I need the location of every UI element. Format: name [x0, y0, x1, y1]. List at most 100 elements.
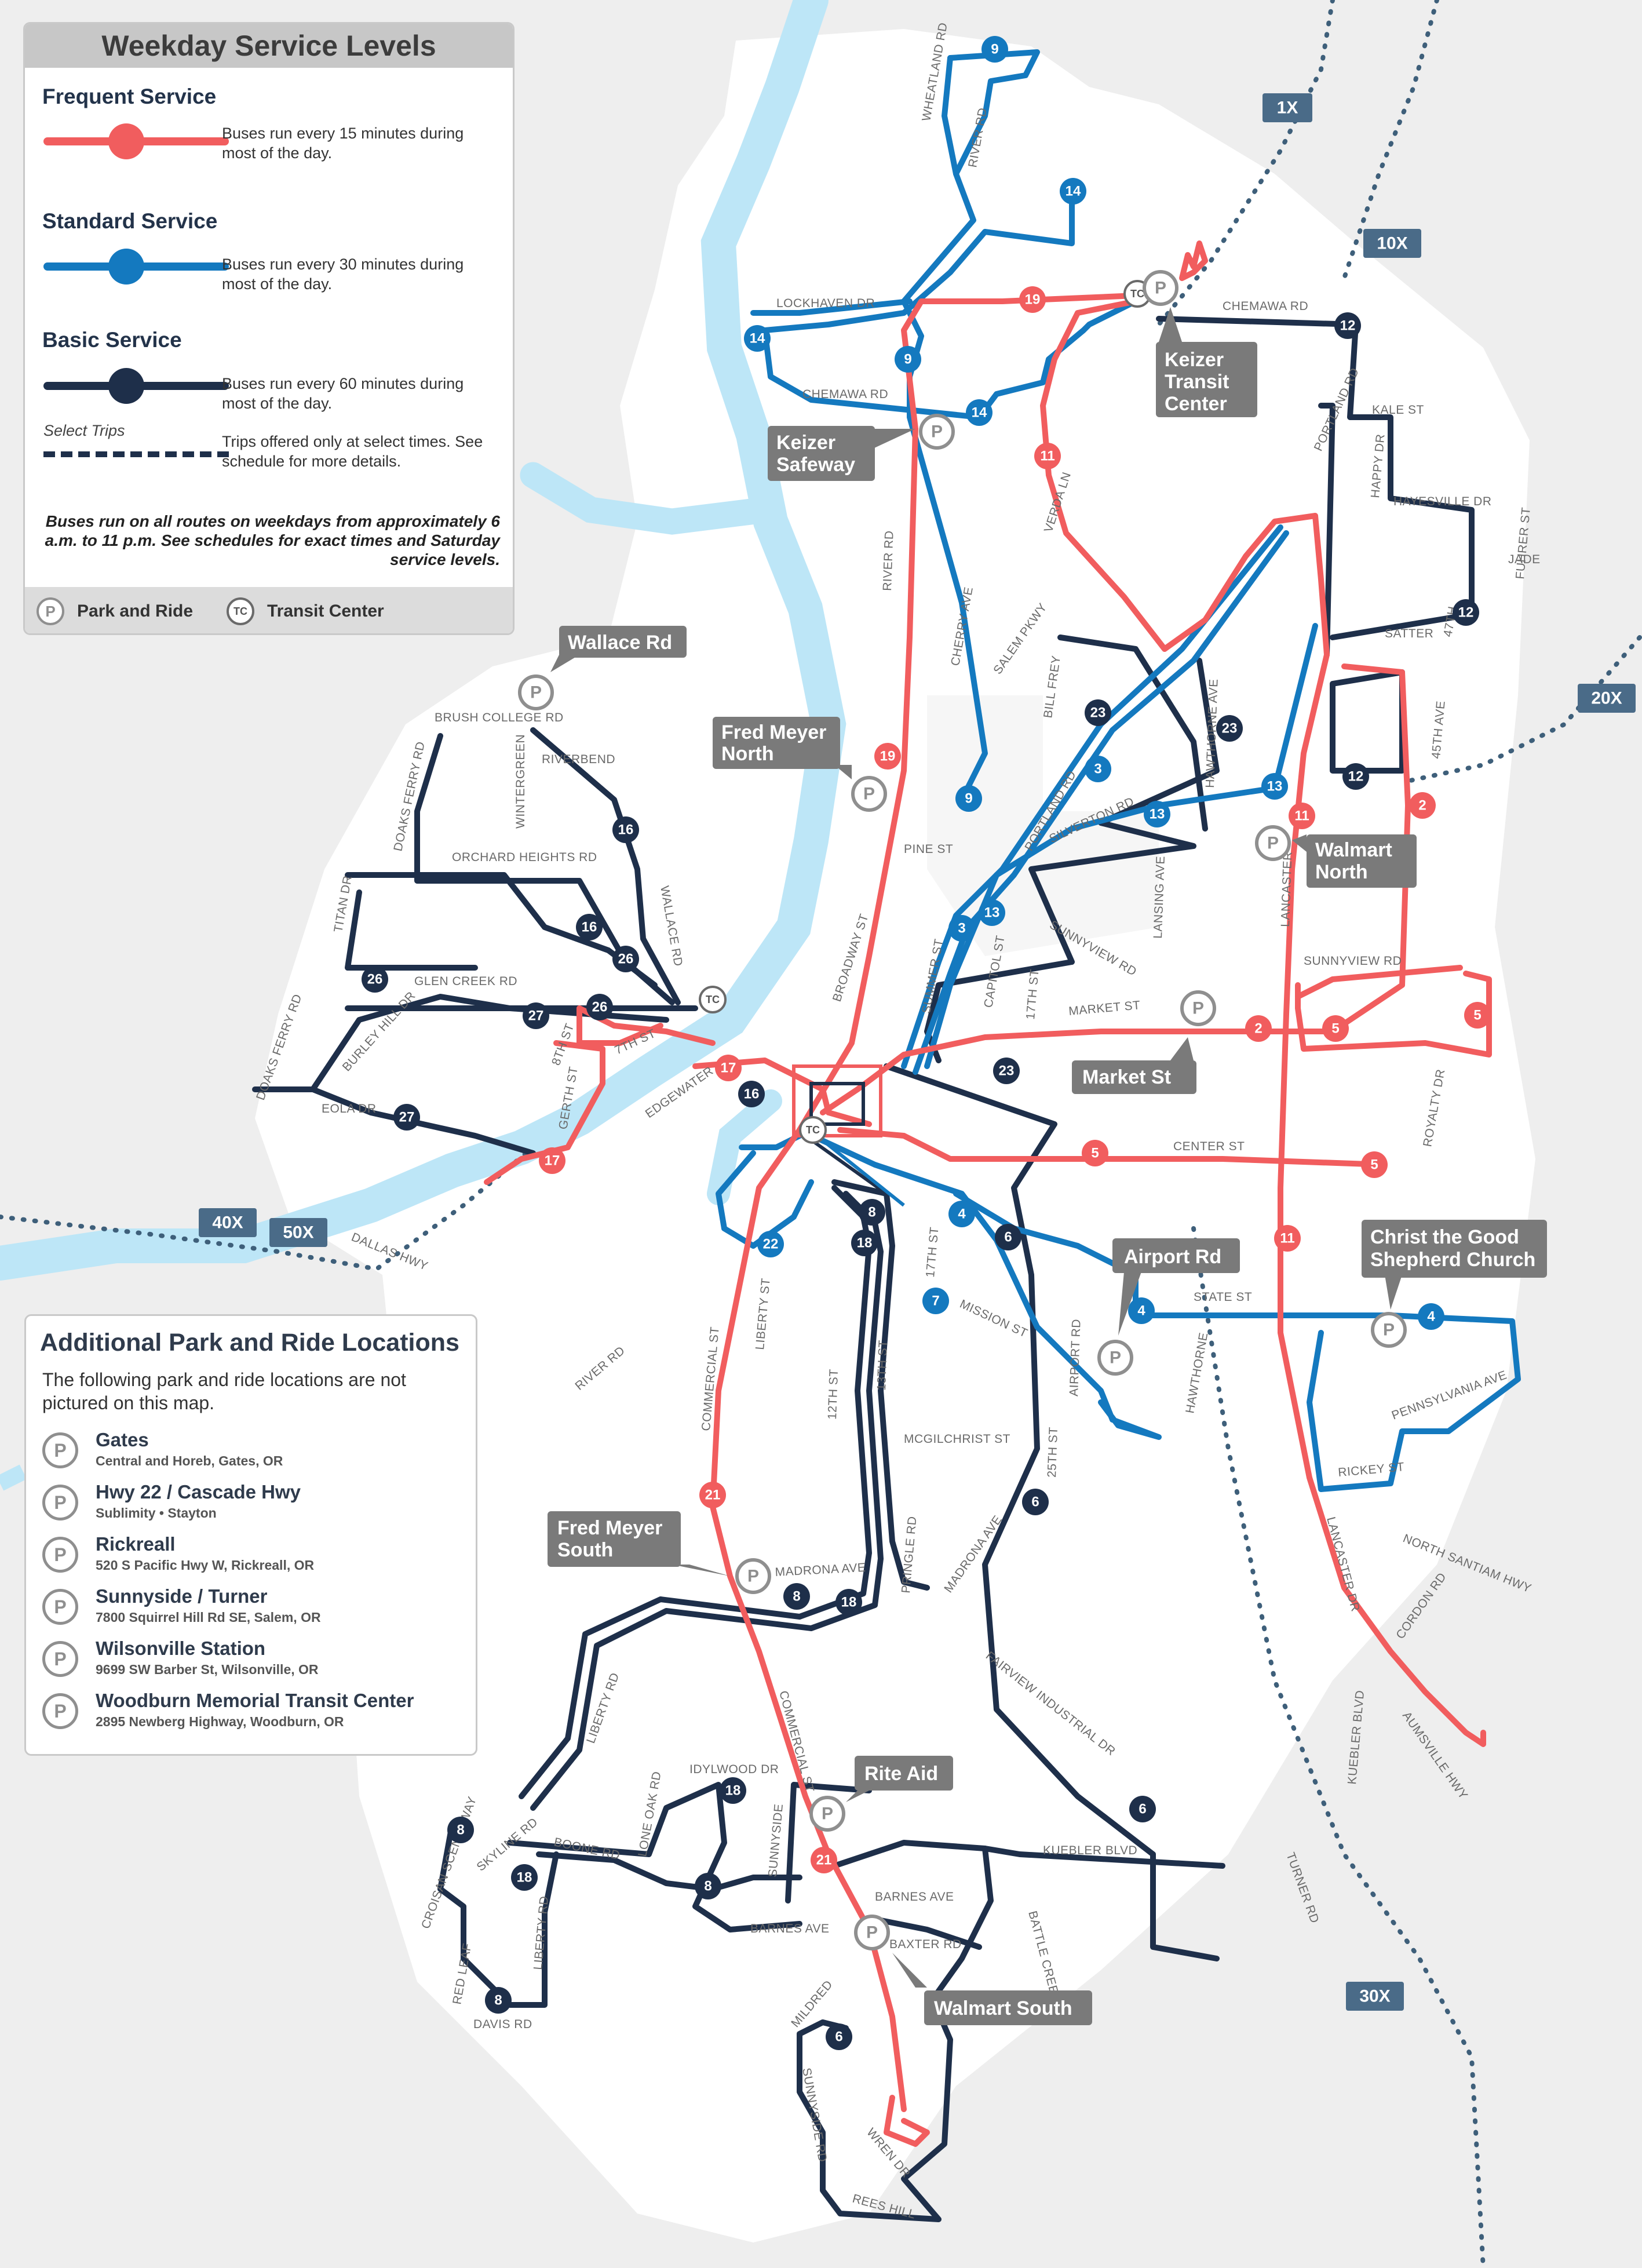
route-marker-standard: 14 [966, 399, 993, 426]
street-label: CHEMAWA RD [1223, 300, 1308, 313]
park-and-ride-icon[interactable]: P [1097, 1340, 1133, 1376]
svg-text:16: 16 [744, 1086, 760, 1102]
route-marker-frequent: 2 [1245, 1015, 1272, 1042]
legend-frequent-label: Frequent Service [42, 85, 217, 108]
express-tag-50x[interactable]: 50X [269, 1218, 327, 1247]
svg-text:18: 18 [725, 1783, 741, 1799]
park-and-ride-icon[interactable]: P [1255, 825, 1291, 861]
svg-text:7: 7 [932, 1293, 939, 1309]
park-and-ride-icon[interactable]: P [1180, 990, 1216, 1026]
route-marker-standard: 9 [981, 36, 1008, 63]
svg-text:5: 5 [1331, 1021, 1339, 1037]
additional-item[interactable]: P Wilsonville Station 9699 SW Barber St,… [42, 1638, 471, 1684]
transit-center-icon[interactable]: TC [799, 1116, 827, 1144]
callout-keizer-safeway[interactable]: Keizer Safeway [768, 426, 915, 481]
willamette-river [0, 1464, 27, 1491]
svg-text:26: 26 [367, 972, 383, 987]
route-marker-basic: 16 [576, 914, 603, 940]
route-marker-basic: 18 [835, 1589, 862, 1616]
svg-text:3: 3 [1094, 761, 1101, 777]
callout-walmart-south[interactable]: Walmart South [892, 1953, 1092, 2025]
express-tag-1x[interactable]: 1X [1262, 93, 1312, 122]
street-label: SUNNYVIEW RD [1304, 954, 1402, 968]
street-label: BRUSH COLLEGE RD [435, 711, 564, 724]
park-and-ride-icon[interactable]: P [518, 674, 554, 710]
additional-item[interactable]: P Gates Central and Horeb, Gates, OR [42, 1429, 471, 1475]
park-and-ride-icon[interactable]: P [919, 414, 955, 450]
svg-text:Shepherd Church: Shepherd Church [1370, 1249, 1535, 1271]
route-marker-basic: 26 [612, 946, 639, 972]
svg-text:19: 19 [880, 749, 896, 764]
additional-item[interactable]: P Sunnyside / Turner 7800 Squirrel Hill … [42, 1585, 471, 1632]
callout-rite-aid[interactable]: Rite Aid [846, 1756, 953, 1802]
street-label: WINTERGREEN [514, 734, 527, 829]
callout-market-st[interactable]: Market St [1072, 1037, 1196, 1094]
svg-text:17: 17 [545, 1153, 560, 1169]
route-marker-frequent: 5 [1464, 1002, 1491, 1029]
route-marker-standard: 9 [955, 785, 982, 812]
street-label: LOCKHAVEN DR [776, 297, 875, 310]
svg-text:North: North [1315, 861, 1368, 883]
legend-basic-dot [108, 368, 144, 404]
svg-text:TC: TC [706, 994, 720, 1005]
park-and-ride-icon[interactable]: P [1371, 1312, 1407, 1348]
route-marker-basic: 16 [612, 816, 639, 843]
callout-airport-rd[interactable]: Airport Rd [1112, 1238, 1240, 1336]
svg-text:Market St: Market St [1082, 1066, 1171, 1088]
additional-item[interactable]: P Rickreall 520 S Pacific Hwy W, Rickrea… [42, 1533, 471, 1580]
callout-keizer-transit-center[interactable]: Keizer Transit Center [1156, 307, 1257, 417]
svg-text:Wallace Rd: Wallace Rd [568, 632, 672, 654]
route-marker-basic: 8 [695, 1873, 721, 1899]
service-levels-legend: Weekday Service Levels Frequent Service … [23, 22, 515, 635]
svg-text:13: 13 [984, 905, 1000, 921]
additional-item[interactable]: P Woodburn Memorial Transit Center 2895 … [42, 1690, 471, 1736]
route-marker-basic: 12 [1453, 599, 1479, 626]
legend-frequent-dot [108, 123, 144, 159]
street-label: KALE ST [1372, 403, 1424, 417]
park-and-ride-icon: P [42, 1432, 78, 1468]
legend-footer: P Park and Ride TC Transit Center [25, 587, 513, 633]
park-and-ride-icon[interactable]: P [735, 1558, 771, 1594]
additional-item-address: 9699 SW Barber St, Wilsonville, OR [96, 1662, 319, 1677]
svg-text:P: P [1267, 834, 1279, 853]
svg-text:P: P [1110, 1348, 1121, 1368]
callout-fred-meyer-north[interactable]: Fred Meyer North [713, 717, 852, 779]
park-and-ride-icon[interactable]: P [1143, 270, 1178, 306]
park-and-ride-icon[interactable]: P [851, 776, 887, 812]
transit-center-icon[interactable]: TC [699, 986, 727, 1013]
additional-item-address: 520 S Pacific Hwy W, Rickreall, OR [96, 1558, 315, 1573]
svg-text:P: P [822, 1804, 833, 1824]
callout-fred-meyer-south[interactable]: Fred Meyer South [548, 1511, 730, 1576]
callout-christ-the-good-shepherd[interactable]: Christ the Good Shepherd Church [1362, 1220, 1547, 1310]
street-label: HAYESVILLE DR [1393, 495, 1492, 508]
express-tag-10x[interactable]: 10X [1363, 229, 1421, 258]
park-and-ride-icon: P [42, 1589, 78, 1625]
svg-text:6: 6 [1139, 1802, 1146, 1817]
express-tag-30x[interactable]: 30X [1346, 1982, 1404, 2011]
additional-item-address: Central and Horeb, Gates, OR [96, 1453, 283, 1468]
svg-text:6: 6 [1031, 1494, 1039, 1510]
park-and-ride-icon[interactable]: P [854, 1915, 890, 1950]
express-tag-40x[interactable]: 40X [199, 1208, 257, 1237]
route-marker-standard: 13 [1261, 773, 1288, 800]
route-marker-frequent: 19 [874, 743, 901, 770]
route-marker-basic: 6 [1129, 1796, 1156, 1822]
express-tag-20x[interactable]: 20X [1578, 684, 1636, 713]
park-and-ride-icon[interactable]: P [809, 1796, 845, 1832]
street-label: RIVER RD [881, 530, 896, 591]
park-and-ride-icon: P [42, 1641, 78, 1677]
callout-wallace-rd[interactable]: Wallace Rd [550, 626, 687, 672]
legend-standard-desc: Buses run every 30 minutes during most o… [222, 256, 464, 293]
svg-text:14: 14 [972, 405, 987, 421]
street-label: AIRPORT RD [1067, 1319, 1083, 1396]
route-marker-basic: 26 [586, 994, 613, 1020]
additional-item[interactable]: P Hwy 22 / Cascade Hwy Sublimity • Stayt… [42, 1481, 471, 1527]
svg-text:18: 18 [841, 1595, 857, 1610]
svg-text:P: P [866, 1923, 878, 1942]
route-marker-basic: 23 [993, 1058, 1020, 1084]
route-marker-frequent: 11 [1034, 443, 1061, 469]
svg-text:17: 17 [721, 1060, 736, 1076]
callout-walmart-north[interactable]: Walmart North [1292, 834, 1417, 888]
svg-text:21: 21 [705, 1487, 721, 1503]
route-marker-basic: 27 [523, 1002, 549, 1029]
